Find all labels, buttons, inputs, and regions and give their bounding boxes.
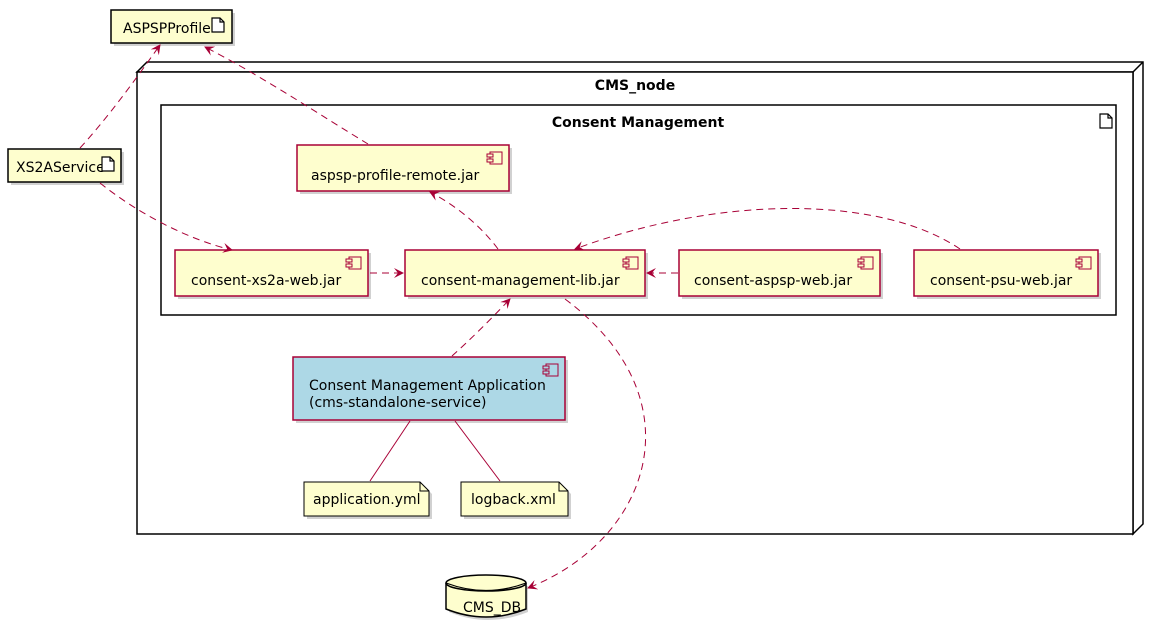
edge-lib-to-cms-db [527, 298, 647, 590]
database-cms-db: CMS_DB [445, 574, 528, 620]
component-icon [622, 256, 639, 270]
component-consent-aspsp-web: consent-aspsp-web.jar [678, 249, 883, 299]
edge-xs2a-service-to-consent-xs2a-web [99, 182, 233, 253]
artifact-aspsp-profile-label: ASPSPProfile [123, 21, 211, 37]
component-consent-management-application: Consent Management Application (cms-stan… [292, 356, 568, 423]
file-application-yml: application.yml [303, 481, 432, 519]
artifact-xs2a-service-label: XS2AService [16, 160, 105, 176]
edge-application-to-logback-xml [454, 420, 501, 482]
connectors [79, 44, 961, 590]
component-consent-management-lib: consent-management-lib.jar [404, 249, 648, 299]
component-consent-management-lib-label: consent-management-lib.jar [421, 273, 620, 289]
component-icon [345, 256, 362, 270]
file-logback-xml-label: logback.xml [471, 492, 556, 508]
application-service-name: (cms-standalone-service) [309, 395, 486, 411]
component-icon [857, 256, 874, 270]
edge-application-to-application-yml [369, 420, 411, 482]
database-cms-db-label: CMS_DB [463, 600, 521, 616]
component-icon [486, 151, 503, 165]
artifact-file-icon [211, 17, 225, 33]
edge-xs2a-service-to-aspsp-profile [79, 44, 161, 149]
edge-application-to-lib [451, 298, 511, 357]
component-icon [1075, 256, 1092, 270]
cms-node-title: CMS_node [595, 78, 675, 94]
component-consent-psu-web-label: consent-psu-web.jar [930, 273, 1072, 289]
file-application-yml-label: application.yml [313, 492, 421, 508]
component-consent-aspsp-web-label: consent-aspsp-web.jar [694, 273, 852, 289]
edge-psu-web-to-lib [574, 208, 961, 251]
component-consent-psu-web: consent-psu-web.jar [913, 249, 1101, 299]
artifact-aspsp-profile: ASPSPProfile [110, 9, 235, 46]
component-consent-xs2a-web: consent-xs2a-web.jar [174, 249, 371, 299]
application-name: Consent Management Application [309, 378, 546, 394]
component-aspsp-profile-remote: aspsp-profile-remote.jar [296, 144, 512, 194]
package-title: Consent Management [552, 115, 725, 131]
component-consent-xs2a-web-label: consent-xs2a-web.jar [191, 273, 341, 289]
file-logback-xml: logback.xml [460, 481, 571, 519]
package-file-icon [1099, 113, 1113, 129]
component-icon [542, 363, 559, 377]
artifact-xs2a-service: XS2AService [7, 148, 124, 185]
artifact-file-icon [101, 156, 115, 172]
component-aspsp-profile-remote-label: aspsp-profile-remote.jar [311, 168, 480, 184]
